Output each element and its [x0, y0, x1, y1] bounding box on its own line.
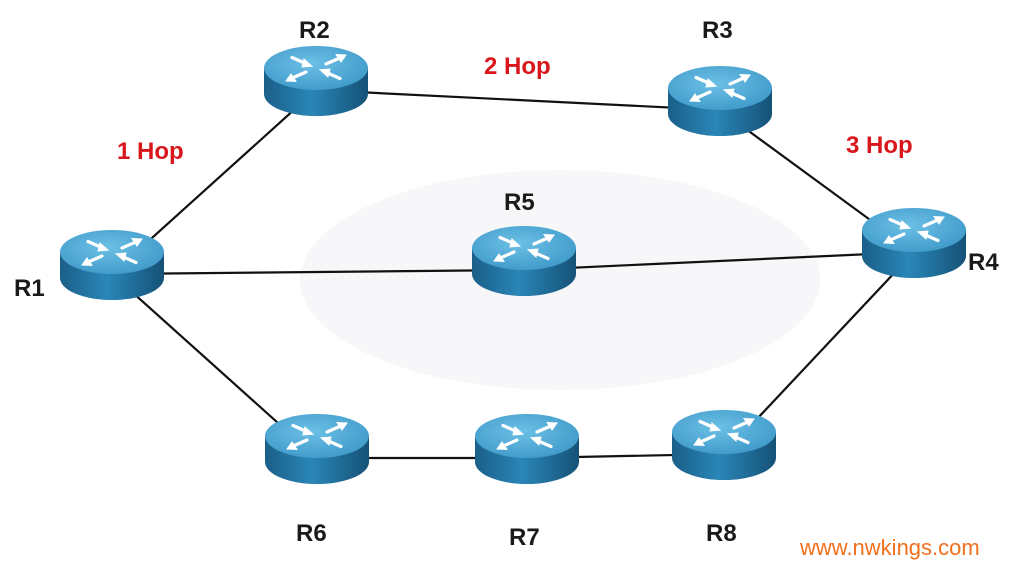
router-r4[interactable]	[860, 206, 968, 280]
link-r1-r5	[111, 268, 525, 276]
hop-label-3: 3 Hop	[846, 132, 913, 159]
router-label-r1: R1	[14, 275, 45, 302]
router-label-r8: R8	[706, 520, 737, 547]
router-r5[interactable]	[470, 224, 578, 298]
router-r2[interactable]	[262, 44, 370, 118]
router-label-r7: R7	[509, 524, 540, 551]
router-r7[interactable]	[473, 412, 581, 486]
link-r2-r3	[315, 88, 721, 112]
router-label-r6: R6	[296, 520, 327, 547]
router-r1[interactable]	[58, 228, 166, 302]
router-icon	[263, 412, 371, 486]
router-icon	[58, 228, 166, 302]
router-icon	[470, 224, 578, 298]
router-label-r3: R3	[702, 17, 733, 44]
router-label-r5: R5	[504, 189, 535, 216]
router-r6[interactable]	[263, 412, 371, 486]
router-r3[interactable]	[666, 64, 774, 138]
router-icon	[670, 408, 778, 482]
hop-label-2: 2 Hop	[484, 53, 551, 80]
watermark-text: www.nwkings.com	[799, 535, 980, 560]
router-icon	[860, 206, 968, 280]
router-icon	[473, 412, 581, 486]
router-icon	[262, 44, 370, 118]
hop-label-1: 1 Hop	[117, 138, 184, 165]
router-label-r4: R4	[968, 249, 999, 276]
router-r8[interactable]	[670, 408, 778, 482]
routers-layer	[58, 44, 968, 486]
link-r5-r4	[523, 250, 915, 272]
router-label-r2: R2	[299, 17, 330, 44]
router-icon	[666, 64, 774, 138]
